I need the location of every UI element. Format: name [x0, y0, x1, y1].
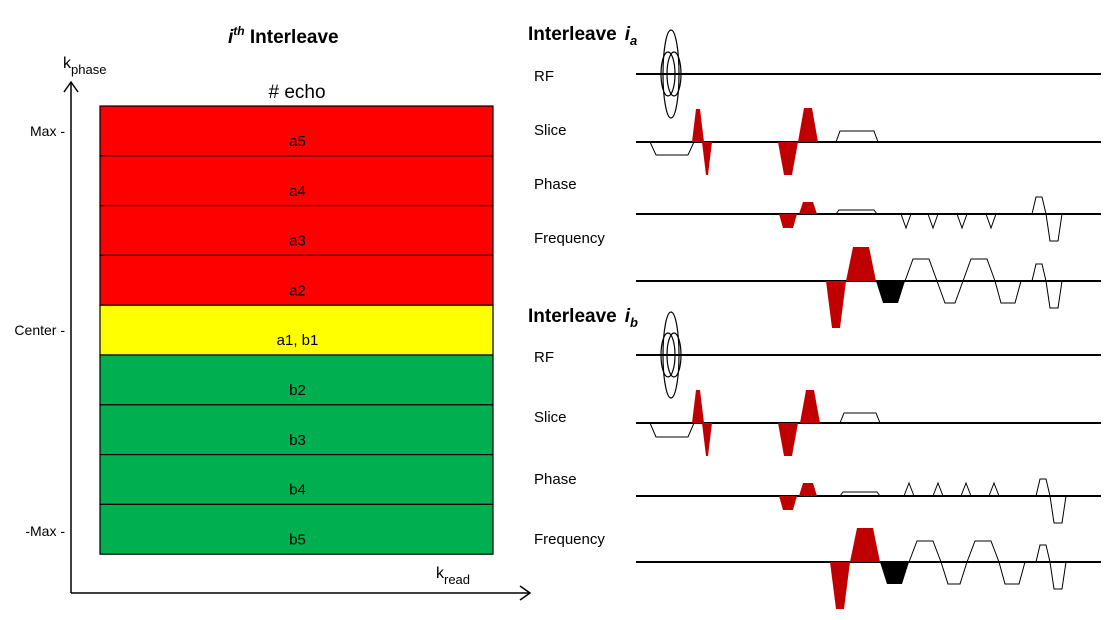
readout-lobe: [1035, 544, 1051, 563]
k-space-title: ith Interleave: [228, 24, 339, 48]
slice-gradient-lobe: [649, 141, 695, 156]
y-axis-arrow: [63, 80, 79, 93]
rf-pulse-lobe: [660, 332, 676, 378]
channel-label-frequency: Frequency: [534, 531, 605, 548]
crusher-gradient: [778, 423, 798, 456]
k-space-row-label: a5: [289, 133, 306, 150]
rf-pulse-lobe: [666, 332, 682, 378]
slice-gradient-lobe: [839, 412, 881, 424]
crusher-gradient: [826, 281, 846, 328]
channel-label-rf: RF: [534, 68, 554, 85]
x-axis-arrow: [519, 585, 532, 601]
y-axis-label: kphase: [63, 55, 106, 77]
phase-gradient-lobe: [1045, 213, 1063, 242]
crusher-gradient: [778, 142, 798, 175]
phase-blip: [988, 481, 1000, 497]
phase-gradient-lobe: [835, 209, 878, 215]
phase-gradient-lobe: [1035, 478, 1051, 497]
readout-lobe: [994, 280, 1022, 304]
crusher-gradient: [779, 214, 797, 228]
readout-lobe: [998, 561, 1026, 585]
phase-gradient-lobe: [1049, 495, 1067, 524]
channel-label-frequency: Frequency: [534, 230, 605, 247]
k-space-row: [99, 105, 494, 157]
k-space-row-label: a2: [289, 282, 306, 299]
prephase-gradient: [876, 281, 905, 303]
k-space-row: [99, 503, 494, 555]
readout-lobe: [1049, 561, 1067, 590]
crusher-gradient: [692, 109, 704, 142]
crusher-gradient: [692, 390, 704, 423]
slice-gradient-lobe: [649, 422, 695, 438]
readout-lobe: [904, 258, 938, 282]
phase-blip: [900, 213, 912, 230]
readout-lobe: [908, 540, 942, 563]
crusher-gradient: [702, 423, 712, 456]
readout-lobe: [936, 280, 964, 304]
slice-gradient-lobe: [835, 130, 879, 143]
readout-lobe: [966, 540, 1000, 563]
k-space-row-label: b2: [289, 382, 306, 399]
k-space-row: [99, 254, 494, 306]
x-axis-label: kread: [436, 565, 470, 587]
readout-lobe: [940, 561, 968, 585]
rf-pulse-envelope: [662, 29, 680, 119]
rf-pulse-envelope: [662, 311, 680, 399]
crusher-gradient: [846, 247, 876, 281]
k-space-row: [99, 205, 494, 257]
phase-blip: [927, 213, 939, 230]
tick-label-center: Center -: [14, 322, 65, 338]
crusher-gradient: [799, 202, 817, 214]
k-space-row: [99, 304, 494, 356]
readout-lobe: [1045, 280, 1063, 309]
k-space-row-label: b5: [289, 531, 306, 548]
crusher-gradient: [799, 483, 817, 496]
k-space-row-label: b3: [289, 432, 306, 449]
channel-label-slice: Slice: [534, 122, 567, 139]
rf-pulse-lobe: [666, 51, 682, 97]
phase-gradient-lobe: [1031, 196, 1047, 215]
k-space-row-label: a1, b1: [277, 332, 319, 349]
tick-label-max: Max -: [30, 123, 65, 139]
readout-lobe: [1031, 263, 1047, 282]
crusher-gradient: [830, 562, 850, 609]
phase-blip: [903, 481, 915, 497]
k-space-row: [99, 404, 494, 456]
crusher-gradient: [779, 496, 797, 510]
channel-label-phase: Phase: [534, 176, 577, 193]
k-space-row: [99, 354, 494, 406]
phase-blip: [932, 481, 944, 497]
phase-gradient-lobe: [839, 491, 881, 497]
k-space-row-label: b4: [289, 482, 306, 499]
channel-label-phase: Phase: [534, 471, 577, 488]
prephase-gradient: [880, 562, 909, 584]
crusher-gradient: [850, 528, 880, 562]
k-space-row-label: a4: [289, 183, 306, 200]
tick-label-negmax: -Max -: [25, 523, 65, 539]
crusher-gradient: [702, 142, 712, 175]
k-space-panel: ith Interleave kphase kread # echo a5a4a…: [14, 24, 532, 601]
phase-blip: [956, 213, 968, 230]
phase-blip: [985, 213, 997, 230]
echo-column-header: # echo: [268, 82, 325, 103]
channel-label-rf: RF: [534, 349, 554, 366]
k-space-rows: a5 a4 a3 a2 a1, b1 b2 b3 b4 b5: [99, 105, 494, 555]
phase-blip: [960, 481, 972, 497]
rf-pulse-lobe: [660, 51, 676, 97]
crusher-gradient: [798, 108, 818, 142]
readout-lobe: [962, 258, 996, 282]
crusher-gradient: [800, 390, 820, 423]
channel-label-slice: Slice: [534, 409, 567, 426]
k-space-row-label: a3: [289, 233, 306, 250]
k-space-row: [99, 454, 494, 506]
